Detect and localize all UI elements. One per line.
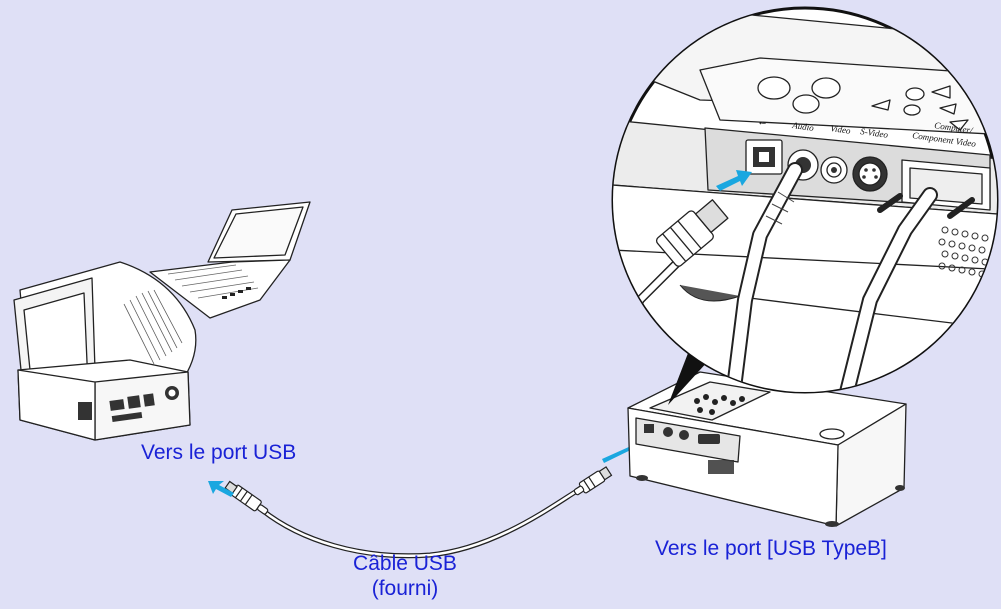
video-port-label: Video: [830, 123, 852, 136]
svg-text:Video: Video: [830, 123, 852, 136]
usb-b-plug: [573, 466, 613, 496]
arrow-to-computer-icon: [208, 481, 234, 497]
svideo-port-label: S-Video: [860, 126, 889, 140]
projector-usb-port-label: Vers le port [USB TypeB]: [655, 537, 887, 560]
usb-cable-label: Câble USB (fourni): [330, 551, 480, 601]
desktop-computer: [13, 261, 197, 441]
laptop-computer: [149, 201, 311, 319]
computer-usb-port-label: Vers le port USB: [141, 441, 297, 464]
usb-cable-label-line2: (fourni): [371, 577, 439, 600]
projector: [627, 371, 907, 527]
usb-cable: [259, 483, 588, 559]
usb-a-plug: [224, 480, 269, 515]
usb-port-label: ⭠: [758, 117, 767, 128]
svg-text:S-Video: S-Video: [860, 126, 889, 140]
svg-text:⭠: ⭠: [758, 117, 767, 128]
svg-text:Audio: Audio: [791, 120, 815, 133]
audio-port-label: Audio: [791, 120, 815, 133]
zoom-detail: ⭠ Audio Video S-Video Computer/ Componen…: [611, 6, 999, 394]
usb-cable-label-line1: Câble USB: [353, 552, 457, 575]
